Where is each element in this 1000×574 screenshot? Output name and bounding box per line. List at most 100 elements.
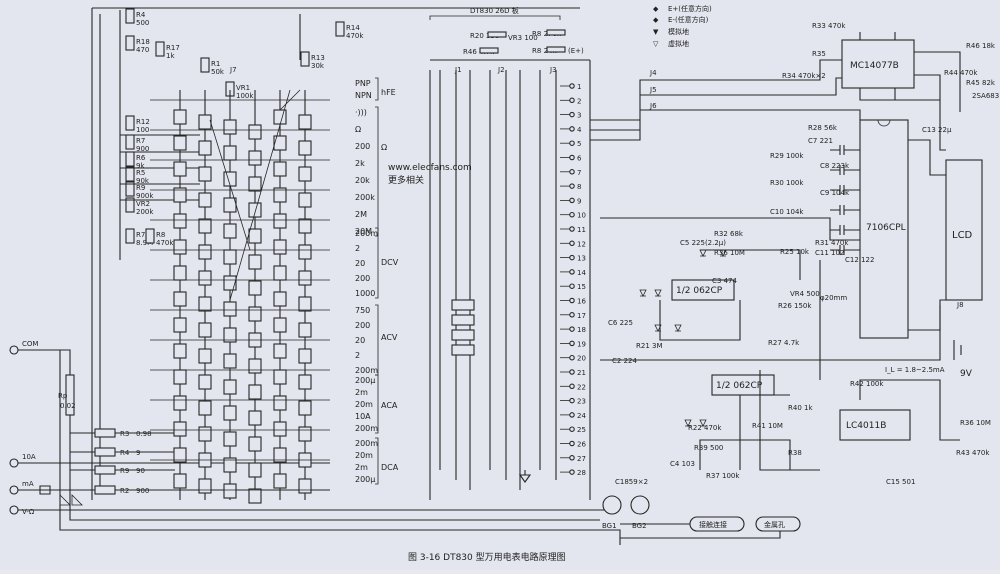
switch-contact <box>298 192 312 208</box>
watermark-site: www.elecfans.com <box>388 163 472 173</box>
range-item[interactable]: 1000 <box>355 289 375 298</box>
range-item[interactable]: 200μ <box>355 475 375 484</box>
switch-contact <box>248 384 262 400</box>
pin-number: 17 <box>577 312 586 320</box>
watermark-text: 更多相关 <box>388 174 424 186</box>
pin-dot <box>569 197 575 204</box>
switch-contact <box>298 244 312 260</box>
ma-label: mA <box>22 480 34 488</box>
switch-contact <box>198 400 212 416</box>
pin-dot <box>569 83 575 89</box>
range-item[interactable]: 200m <box>355 439 378 448</box>
chip-op2: 1/2 062CP <box>711 374 775 396</box>
pin-dot <box>569 183 575 189</box>
legend-text-1: E+(任意方向) <box>668 4 712 13</box>
pin-dot <box>569 97 575 104</box>
switch-contact <box>248 358 262 374</box>
resistor-body <box>125 35 135 51</box>
right-part-label: R29 100k <box>770 152 804 160</box>
pin-number: 12 <box>577 240 586 248</box>
pin-number: 14 <box>577 269 586 277</box>
range-item[interactable]: 2 <box>355 244 360 253</box>
resistor-label: R7 <box>136 137 145 145</box>
v-ohm-label: V-Ω <box>22 508 35 516</box>
com-jack[interactable] <box>9 345 19 355</box>
pin-number: 27 <box>577 455 586 463</box>
switch-contact <box>198 140 212 156</box>
range-item[interactable]: Ω <box>355 125 361 134</box>
range-item[interactable]: NPN <box>355 91 372 100</box>
resistor-value: 1k <box>166 52 175 60</box>
resistor-value: 9k <box>136 162 145 170</box>
range-item[interactable]: 2m <box>355 463 368 472</box>
range-item[interactable]: 2M <box>355 210 367 219</box>
range-item[interactable]: 200 <box>355 274 370 283</box>
jumper-label: J1 <box>454 66 462 74</box>
resistor-body <box>125 197 135 213</box>
range-item[interactable]: 200m <box>355 229 378 238</box>
right-part-label: C10 104k <box>770 208 804 216</box>
range-item[interactable]: 20k <box>355 176 370 185</box>
right-part-label: R21 3M <box>636 342 663 350</box>
legend-mark-3: ▼ <box>653 28 659 36</box>
range-item[interactable]: 10A <box>355 412 371 421</box>
range-item[interactable]: 20 <box>355 336 365 345</box>
battery-current: I_L = 1.8~2.5mA <box>885 366 945 374</box>
legend-mark-2: ◆ <box>653 16 659 24</box>
range-item[interactable]: 200m <box>355 424 378 433</box>
ma-jack[interactable] <box>9 485 19 495</box>
range-item[interactable]: 2 <box>355 351 360 360</box>
contact-button-group: 接触连接 金属孔 <box>620 516 801 539</box>
resistor-body <box>125 228 135 244</box>
range-item[interactable]: PNP <box>355 79 371 88</box>
pin-number: 25 <box>577 426 586 434</box>
range-item[interactable]: 20M <box>355 227 372 236</box>
range-item[interactable]: 20 <box>355 259 365 268</box>
range-item[interactable]: 2k <box>355 159 365 168</box>
low-resistor-label: R4 <box>120 449 130 457</box>
v-ohm-jack[interactable] <box>9 505 19 515</box>
resistor-value: 8.9M <box>136 239 153 247</box>
range-item[interactable]: ·))) <box>355 108 367 117</box>
range-item[interactable]: 200k <box>355 193 375 202</box>
10a-jack[interactable] <box>9 458 19 468</box>
switch-contact <box>198 192 212 208</box>
range-item[interactable]: 20m <box>355 400 373 409</box>
metal-hole-button[interactable] <box>755 516 801 532</box>
switch-contact <box>248 488 262 504</box>
switch-contact <box>248 150 262 166</box>
jumper-label: J3 <box>549 66 557 74</box>
switch-contact <box>173 239 187 255</box>
range-item[interactable]: 20m <box>355 451 373 460</box>
switch-contact <box>198 166 212 182</box>
right-part-label: R34 470k×2 <box>782 72 826 80</box>
pin-number: 20 <box>577 355 586 363</box>
low-resistor-body <box>94 485 116 495</box>
switch-contact <box>198 114 212 130</box>
shunt-rp <box>65 374 75 416</box>
right-part-label: C13 22μ <box>922 126 952 134</box>
range-item[interactable]: 200 <box>355 321 370 330</box>
low-resistor-value: 9 <box>136 449 140 457</box>
right-part-label: φ20mm <box>820 294 847 302</box>
chip-mc14077b-label: MC14077B <box>850 61 899 71</box>
range-group-label: ACA <box>381 401 398 410</box>
switch-contact <box>173 265 187 281</box>
switch-contact <box>173 317 187 333</box>
right-part-label: R45 82k <box>966 79 996 87</box>
switch-contact <box>173 291 187 307</box>
range-group-label: DCA <box>381 463 399 472</box>
range-item[interactable]: 750 <box>355 306 370 315</box>
range-item[interactable]: 200 <box>355 142 370 151</box>
range-item[interactable]: 200m <box>355 366 378 375</box>
range-item[interactable]: 200μ <box>355 376 375 385</box>
switch-contact <box>173 447 187 463</box>
switch-contact <box>273 265 287 281</box>
pin-dot <box>569 412 575 418</box>
range-item[interactable]: 2m <box>355 388 368 397</box>
board-parts: R20 330 R46 4.7k VR3 100 R8 270k R8 24k … <box>463 29 584 56</box>
chip-lc4011b: LC4011B <box>839 409 911 441</box>
contact-connect-label: 接触连接 <box>699 520 727 529</box>
